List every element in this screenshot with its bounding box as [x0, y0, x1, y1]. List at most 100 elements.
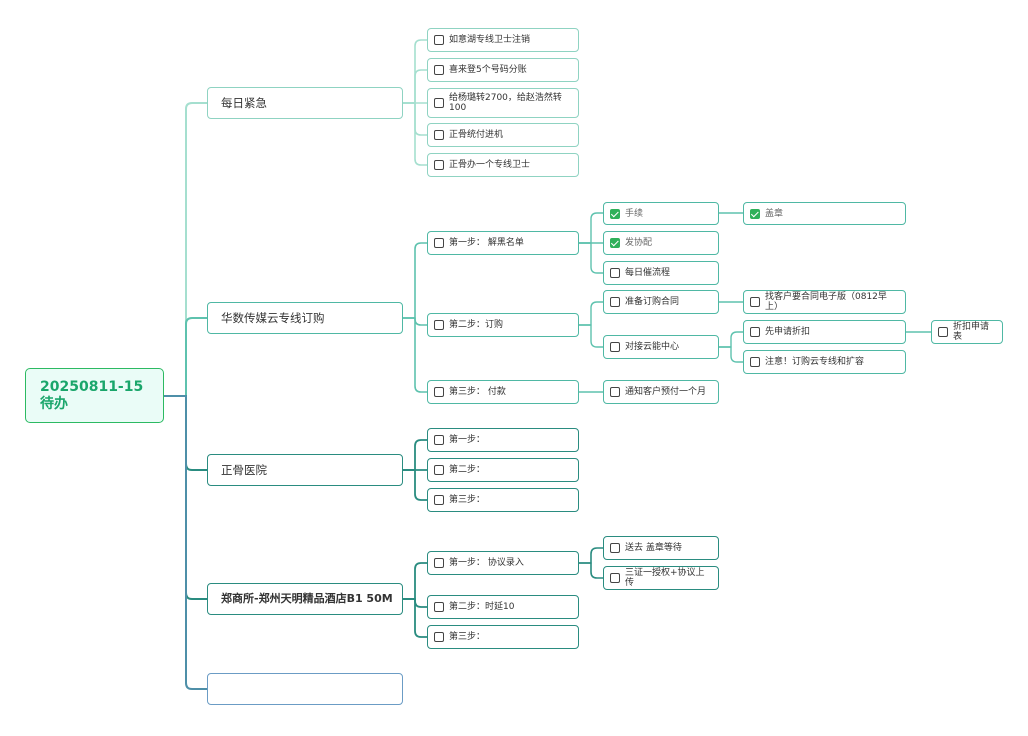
substep-item[interactable]: 对接云能中心: [603, 335, 719, 359]
checkbox-icon[interactable]: [750, 208, 760, 219]
root-topic-label: 20250811-15 待办: [40, 378, 144, 412]
substep-item[interactable]: 通知客户预付一个月: [603, 380, 719, 404]
branch-label: 每日紧急: [221, 96, 267, 110]
checkbox-icon[interactable]: [434, 602, 444, 612]
checkbox-icon[interactable]: [434, 632, 444, 642]
task-label: 正骨办一个专线卫士: [449, 160, 531, 170]
step-item[interactable]: 第二步：订购: [427, 313, 579, 337]
step-item[interactable]: 第一步：: [427, 428, 579, 452]
branch-zhenggu-hospital[interactable]: 正骨医院: [207, 454, 403, 486]
branch-label: 郑商所-郑州天明精品酒店B1 50M: [221, 592, 393, 605]
checkbox-icon[interactable]: [434, 558, 444, 568]
step-item[interactable]: 第一步： 解黑名单: [427, 231, 579, 255]
checkbox-icon[interactable]: [750, 327, 760, 337]
substep-item[interactable]: 发协配: [603, 231, 719, 255]
checkbox-icon[interactable]: [610, 342, 620, 352]
branch-daily-urgent[interactable]: 每日紧急: [207, 87, 403, 119]
step-item[interactable]: 第二步：时延10: [427, 595, 579, 619]
checkbox-icon[interactable]: [434, 98, 444, 108]
checkbox-icon[interactable]: [610, 208, 620, 219]
connector-line: [402, 439, 428, 471]
substep-label: 先申请折扣: [765, 327, 811, 337]
substep-label: 盖章: [765, 208, 784, 219]
substep-item[interactable]: 找客户要合同电子版（0812早上）: [743, 290, 906, 314]
substep-label: 折扣申请表: [953, 322, 990, 342]
substep-label: 找客户要合同电子版（0812早上）: [765, 292, 887, 312]
connector-line: [402, 562, 428, 600]
connector-line: [718, 346, 744, 363]
substep-item[interactable]: 准备订购合同: [603, 290, 719, 314]
step-item[interactable]: 第三步： 付款: [427, 380, 579, 404]
step-label: 第二步：: [449, 465, 486, 475]
checkbox-icon[interactable]: [434, 35, 444, 45]
substep-label: 手续: [625, 208, 644, 219]
task-item[interactable]: 喜来登5个号码分账: [427, 58, 579, 82]
substep-item[interactable]: 每日催流程: [603, 261, 719, 285]
branch-label: 华数传媒云专线订购: [221, 311, 325, 325]
step-item[interactable]: 第三步：: [427, 488, 579, 512]
substep-label: 送去 盖章等待: [625, 543, 682, 553]
branch-label: 正骨医院: [221, 463, 267, 477]
step-label: 第二步：订购: [449, 320, 504, 330]
task-label: 如意湖专线卫士注销: [449, 35, 531, 45]
connector-line: [578, 212, 604, 244]
root-topic[interactable]: 20250811-15 待办: [25, 368, 164, 423]
branch-empty[interactable]: [207, 673, 403, 705]
step-item[interactable]: 第三步：: [427, 625, 579, 649]
checkbox-icon[interactable]: [610, 297, 620, 307]
checkbox-icon[interactable]: [434, 65, 444, 75]
task-item[interactable]: 给杨璐转2700，给赵浩然转100: [427, 88, 579, 118]
connector-line: [402, 69, 428, 104]
checkbox-icon[interactable]: [434, 160, 444, 170]
checkbox-icon[interactable]: [610, 268, 620, 278]
task-item[interactable]: 正骨统付进机: [427, 123, 579, 147]
checkbox-icon[interactable]: [434, 238, 444, 248]
checkbox-icon[interactable]: [434, 465, 444, 475]
connector-line: [163, 395, 208, 600]
branch-zhengshangsuo[interactable]: 郑商所-郑州天明精品酒店B1 50M: [207, 583, 403, 615]
substep-label: 对接云能中心: [625, 342, 680, 352]
task-label: 给杨璐转2700，给赵浩然转100: [449, 93, 562, 113]
substep-item[interactable]: 盖章: [743, 202, 906, 225]
checkbox-icon[interactable]: [434, 130, 444, 140]
checkbox-icon[interactable]: [610, 543, 620, 553]
connector-line: [402, 317, 428, 326]
substep-label: 通知客户预付一个月: [625, 387, 707, 397]
substep-item[interactable]: 手续: [603, 202, 719, 225]
connector-line: [402, 598, 428, 608]
connector-line: [402, 317, 428, 393]
checkbox-icon[interactable]: [434, 435, 444, 445]
substep-item[interactable]: 折扣申请表: [931, 320, 1003, 344]
checkbox-icon[interactable]: [750, 357, 760, 367]
checkbox-icon[interactable]: [938, 327, 948, 337]
substep-item[interactable]: 注意！订购云专线和扩容: [743, 350, 906, 374]
checkbox-icon[interactable]: [610, 238, 620, 248]
connector-line: [578, 562, 604, 579]
substep-item[interactable]: 三证一授权+协议上传: [603, 566, 719, 590]
step-label: 第三步：: [449, 632, 486, 642]
task-item[interactable]: 正骨办一个专线卫士: [427, 153, 579, 177]
connector-line: [163, 395, 208, 690]
checkbox-icon[interactable]: [610, 573, 620, 583]
connector-line: [163, 317, 208, 397]
checkbox-icon[interactable]: [434, 320, 444, 330]
checkbox-icon[interactable]: [434, 495, 444, 505]
checkbox-icon[interactable]: [434, 387, 444, 397]
substep-label: 注意！订购云专线和扩容: [765, 357, 865, 367]
substep-label: 三证一授权+协议上传: [625, 568, 705, 588]
connector-line: [578, 547, 604, 564]
connector-line: [578, 242, 604, 274]
step-label: 第二步：时延10: [449, 602, 515, 612]
substep-item[interactable]: 送去 盖章等待: [603, 536, 719, 560]
branch-huashu-order[interactable]: 华数传媒云专线订购: [207, 302, 403, 334]
connector-line: [163, 395, 208, 471]
step-item[interactable]: 第一步： 协议录入: [427, 551, 579, 575]
checkbox-icon[interactable]: [750, 297, 760, 307]
substep-item[interactable]: 先申请折扣: [743, 320, 906, 344]
substep-label: 准备订购合同: [625, 297, 680, 307]
checkbox-icon[interactable]: [610, 387, 620, 397]
connector-line: [718, 331, 744, 348]
step-item[interactable]: 第二步：: [427, 458, 579, 482]
task-item[interactable]: 如意湖专线卫士注销: [427, 28, 579, 52]
